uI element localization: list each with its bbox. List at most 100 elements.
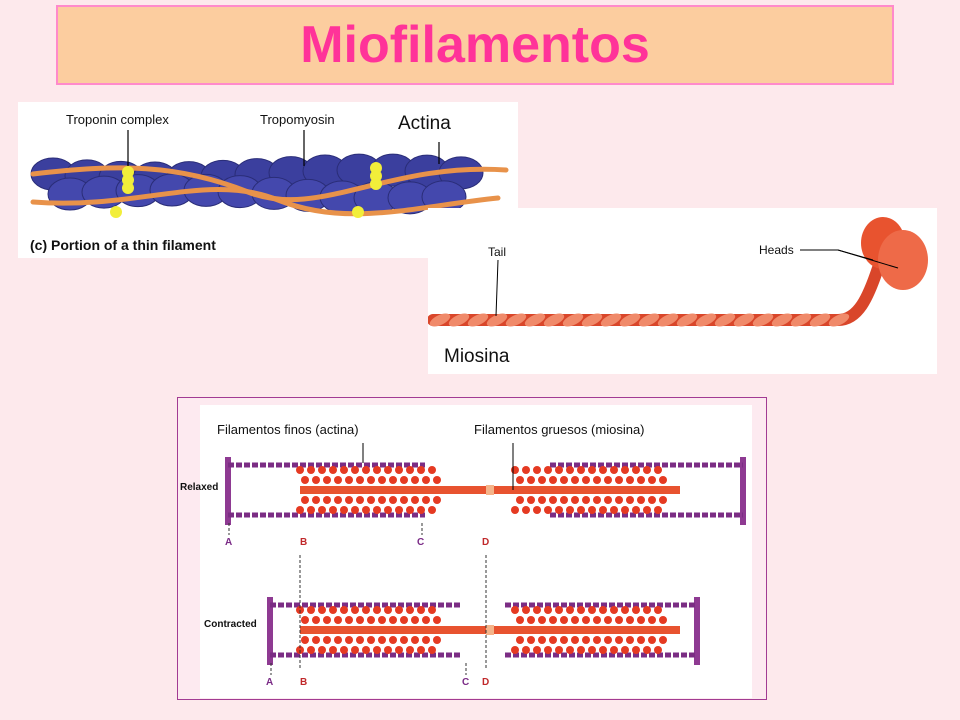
myosin-head xyxy=(378,636,386,644)
myosin-head xyxy=(312,616,320,624)
myosin-head xyxy=(615,616,623,624)
myosin-head xyxy=(511,506,519,514)
myosin-coil xyxy=(600,313,622,327)
myosin-head xyxy=(637,636,645,644)
myosin-head xyxy=(560,476,568,484)
myosin-head xyxy=(312,476,320,484)
myosin-head xyxy=(610,646,618,654)
myosin-head xyxy=(323,616,331,624)
myosin-head xyxy=(659,636,667,644)
myosin-head xyxy=(301,476,309,484)
myosin-head xyxy=(362,506,370,514)
myosin-head xyxy=(626,496,634,504)
myosin-head xyxy=(318,606,326,614)
myosin-head xyxy=(577,466,585,474)
myosin-head xyxy=(400,616,408,624)
myosin-head xyxy=(527,636,535,644)
myosin-head xyxy=(610,506,618,514)
myosin-head xyxy=(511,646,519,654)
myosin-head xyxy=(643,606,651,614)
myosin-coil xyxy=(486,313,508,327)
myosin-coil xyxy=(543,313,565,327)
myosin-head xyxy=(378,616,386,624)
myosin-head xyxy=(301,616,309,624)
troponin-blob xyxy=(370,178,382,190)
myosin-head xyxy=(378,476,386,484)
myosin-coil xyxy=(714,313,736,327)
myosin-head xyxy=(312,636,320,644)
myosin-head xyxy=(406,606,414,614)
leader-line xyxy=(837,249,899,269)
myosin-head xyxy=(648,496,656,504)
tropomyosin-strand xyxy=(30,187,501,217)
myosin-head xyxy=(577,506,585,514)
myosin-coil xyxy=(752,313,774,327)
myosin-head xyxy=(604,496,612,504)
myosin-coil xyxy=(695,313,717,327)
myosin-head xyxy=(356,616,364,624)
tail-label: Tail xyxy=(488,245,507,259)
marker-b-contracted: B xyxy=(300,677,308,688)
myosin-panel: Tail Heads Miosina xyxy=(428,208,937,374)
myosin-head xyxy=(351,506,359,514)
troponin-blob xyxy=(352,206,364,218)
myosin-head xyxy=(643,646,651,654)
myosin-head xyxy=(626,476,634,484)
myosin-head xyxy=(411,476,419,484)
myosin-head xyxy=(659,616,667,624)
relaxed-label: Relaxed xyxy=(180,482,219,493)
myosin-head xyxy=(428,506,436,514)
leader-line xyxy=(800,249,874,261)
myosin-head xyxy=(582,476,590,484)
myosin-head xyxy=(560,496,568,504)
myosin-head xyxy=(516,496,524,504)
myosin-head xyxy=(637,616,645,624)
myosin-head xyxy=(329,646,337,654)
myosin-head xyxy=(582,636,590,644)
myosin-head xyxy=(384,646,392,654)
z-line xyxy=(267,597,273,665)
marker-b-relaxed: B xyxy=(300,537,308,548)
myosin-head xyxy=(345,476,353,484)
myosin-head xyxy=(411,636,419,644)
myosin-head xyxy=(307,646,315,654)
myosin-head xyxy=(323,476,331,484)
myosin-head xyxy=(643,466,651,474)
myosin-head xyxy=(654,606,662,614)
myosin-head xyxy=(422,476,430,484)
myosin-head xyxy=(307,506,315,514)
title-banner: Miofilamentos xyxy=(56,5,894,85)
myosin-head xyxy=(533,606,541,614)
myosin-tail xyxy=(428,262,884,326)
myosin-head xyxy=(654,466,662,474)
troponin-label: Troponin complex xyxy=(66,112,169,127)
myosin-head xyxy=(610,606,618,614)
myosin-head xyxy=(533,506,541,514)
myosin-head xyxy=(389,616,397,624)
myosin-head xyxy=(389,636,397,644)
myosin-head xyxy=(329,606,337,614)
myosin-head xyxy=(373,646,381,654)
myosin-head xyxy=(345,616,353,624)
myosin-head xyxy=(417,606,425,614)
myosin-head xyxy=(433,496,441,504)
myosin-head xyxy=(538,496,546,504)
myosin-head xyxy=(428,646,436,654)
myosin-head xyxy=(345,496,353,504)
myosin-head xyxy=(522,466,530,474)
myosin-head xyxy=(340,466,348,474)
myosin-head xyxy=(307,606,315,614)
myosin-head xyxy=(599,606,607,614)
myosin-head xyxy=(566,466,574,474)
myosin-head xyxy=(516,616,524,624)
myosin-head xyxy=(511,606,519,614)
myosin-head xyxy=(621,606,629,614)
myosin-head xyxy=(626,636,634,644)
myosin-head xyxy=(373,466,381,474)
myosin-head xyxy=(659,496,667,504)
myosin-head xyxy=(329,466,337,474)
myosin-head xyxy=(516,476,524,484)
myosin-head xyxy=(395,646,403,654)
myosin-head xyxy=(329,506,337,514)
thin-filaments-label: Filamentos finos (actina) xyxy=(217,422,359,437)
